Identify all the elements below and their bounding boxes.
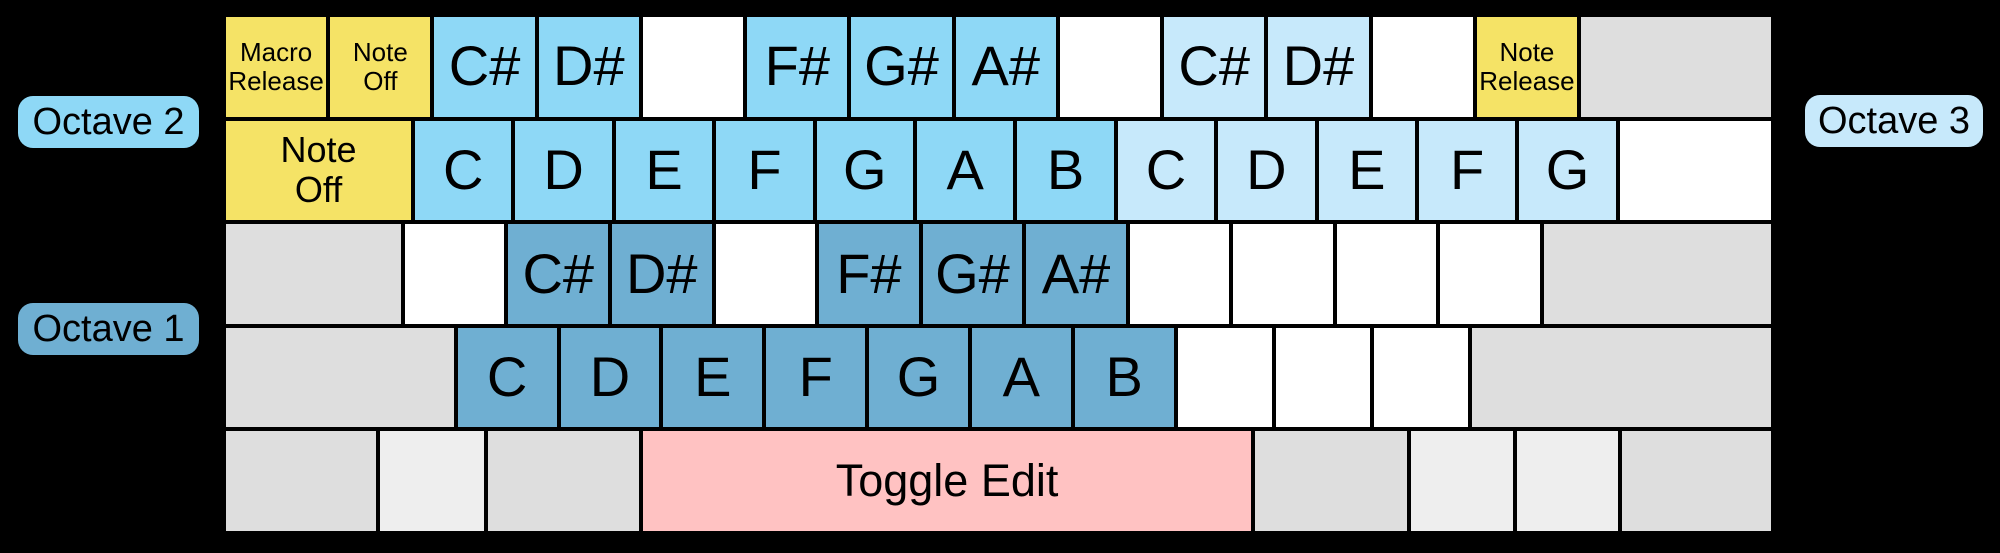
modifier-key xyxy=(224,222,403,326)
key-c-oct1: C xyxy=(455,325,559,430)
key-c-oct3: C xyxy=(1115,118,1217,223)
blank-key xyxy=(1127,222,1232,326)
key-f-oct1: F xyxy=(764,325,868,430)
key-g-oct2: G xyxy=(814,118,916,223)
blank-key xyxy=(1617,118,1774,223)
octave-3-label: Octave 3 xyxy=(1805,95,1983,147)
octave-2-label: Octave 2 xyxy=(18,96,199,148)
modifier-key xyxy=(485,429,642,533)
key-e-oct2: E xyxy=(613,118,715,223)
key-f-oct2: F xyxy=(714,118,815,223)
modifier-key xyxy=(224,325,456,430)
key-d-sharp-oct2: D# xyxy=(536,15,641,119)
key-note-release: Note Release xyxy=(1474,15,1580,119)
key-toggle-edit: Toggle Edit xyxy=(641,429,1253,533)
modifier-key xyxy=(1469,325,1774,430)
key-a-sharp-oct1: A# xyxy=(1024,222,1128,326)
key-f-sharp-oct1: F# xyxy=(817,222,921,326)
key-d-oct1: D xyxy=(558,325,662,430)
key-d-sharp-oct3: D# xyxy=(1266,15,1371,119)
key-g-sharp-oct2: G# xyxy=(849,15,954,119)
blank-key xyxy=(1371,325,1470,430)
key-g-oct1: G xyxy=(867,325,970,430)
key-f-sharp-oct2: F# xyxy=(745,15,850,119)
key-c-sharp-oct3: C# xyxy=(1162,15,1267,119)
key-b-oct2: B xyxy=(1015,118,1116,223)
blank-key xyxy=(640,15,746,119)
key-a-sharp-oct2: A# xyxy=(953,15,1058,119)
key-f-oct3: F xyxy=(1416,118,1518,223)
key-c-sharp-oct2: C# xyxy=(432,15,537,119)
modifier-key xyxy=(1252,429,1410,533)
blank-key xyxy=(1273,325,1372,430)
key-note-off-row2: Note Off xyxy=(224,118,414,223)
blank-key xyxy=(1231,222,1335,326)
blank-key xyxy=(1057,15,1163,119)
key-a-oct2: A xyxy=(915,118,1016,223)
key-b-oct1: B xyxy=(1072,325,1176,430)
blank-key xyxy=(1370,15,1475,119)
modifier-key xyxy=(224,429,378,533)
modifier-key-light xyxy=(377,429,486,533)
modifier-key-light xyxy=(1409,429,1516,533)
key-d-oct3: D xyxy=(1216,118,1317,223)
modifier-key xyxy=(1620,429,1773,533)
key-e-oct1: E xyxy=(661,325,765,430)
key-g-sharp-oct1: G# xyxy=(920,222,1025,326)
key-macro-release: Macro Release xyxy=(224,15,329,119)
blank-key xyxy=(402,222,507,326)
key-note-off-row1: Note Off xyxy=(328,15,433,119)
key-c-oct2: C xyxy=(413,118,514,223)
blank-key xyxy=(1438,222,1542,326)
modifier-key xyxy=(1541,222,1774,326)
key-c-sharp-oct1: C# xyxy=(506,222,611,326)
key-d-sharp-oct1: D# xyxy=(610,222,714,326)
key-g-oct3: G xyxy=(1517,118,1618,223)
keyboard-row-3: C#D# F#G#A# xyxy=(224,222,1774,326)
blank-key xyxy=(1334,222,1439,326)
octave-1-label: Octave 1 xyxy=(18,303,199,355)
modifier-key xyxy=(1579,15,1773,119)
key-d-oct2: D xyxy=(513,118,614,223)
key-a-oct1: A xyxy=(969,325,1073,430)
key-e-oct3: E xyxy=(1316,118,1417,223)
keyboard-row-5: Toggle Edit xyxy=(224,429,1773,533)
modifier-key-light xyxy=(1515,429,1621,533)
blank-key xyxy=(713,222,818,326)
blank-key xyxy=(1175,325,1274,430)
